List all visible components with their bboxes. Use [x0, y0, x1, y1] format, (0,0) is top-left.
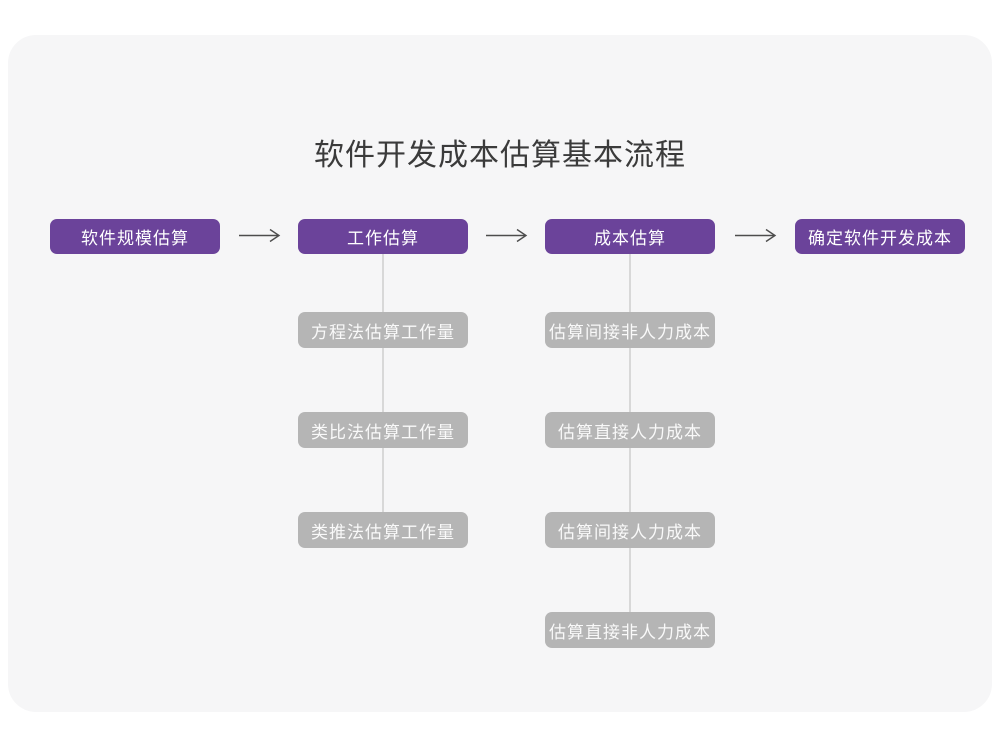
- work-estimation-connector-line: [382, 254, 384, 512]
- cost-substep-direct-labor: 估算直接人力成本: [545, 412, 715, 448]
- flow-step-work-estimation: 工作估算: [298, 219, 468, 254]
- cost-substep-indirect-nonlabor: 估算间接非人力成本: [545, 312, 715, 348]
- flow-arrow-icon-1: [239, 228, 281, 243]
- flow-arrow-icon-2: [486, 228, 528, 243]
- work-substep-equation-method: 方程法估算工作量: [298, 312, 468, 348]
- work-substep-extrapolation-method: 类推法估算工作量: [298, 512, 468, 548]
- page-title: 软件开发成本估算基本流程: [314, 139, 686, 172]
- cost-substep-direct-nonlabor: 估算直接非人力成本: [545, 612, 715, 648]
- cost-substep-indirect-labor: 估算间接人力成本: [545, 512, 715, 548]
- flowchart-card: 软件开发成本估算基本流程 软件规模估算 工作估算 成本估算: [8, 35, 992, 712]
- flow-step-software-scale-estimation: 软件规模估算: [50, 219, 220, 254]
- flow-step-cost-estimation: 成本估算: [545, 219, 715, 254]
- flow-step-determine-development-cost: 确定软件开发成本: [795, 219, 965, 254]
- work-substep-analogy-method: 类比法估算工作量: [298, 412, 468, 448]
- flow-arrow-icon-3: [735, 228, 777, 243]
